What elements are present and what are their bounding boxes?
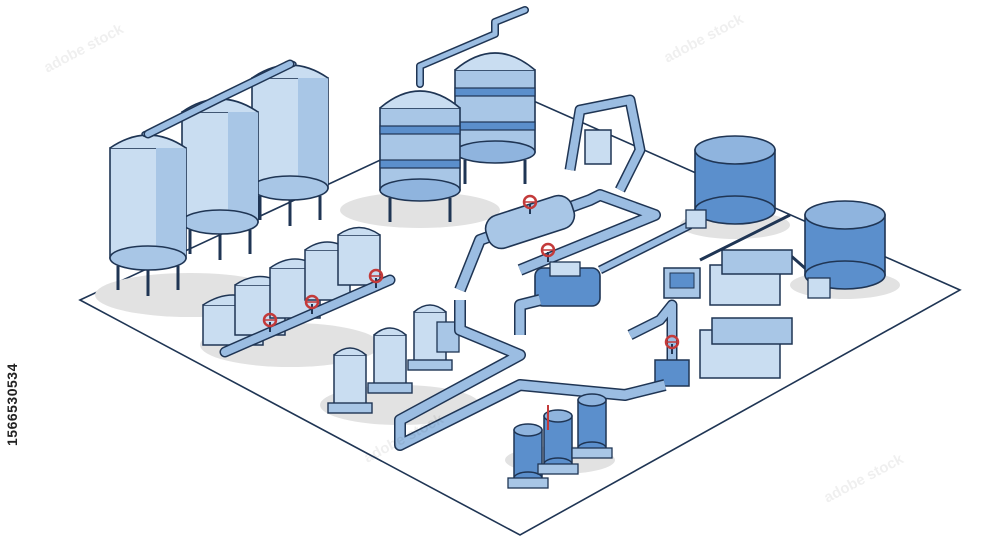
filter-cartridge-icon: [571, 393, 613, 459]
clarifier-basin: [685, 135, 776, 229]
distribution-pipe-loop: [394, 300, 667, 451]
pressure-filter-row: [327, 304, 460, 414]
pump-unit: [514, 242, 601, 335]
clarifier-link-pipe: [699, 213, 791, 262]
filter-cartridge-icon: [367, 327, 413, 394]
main-header-pipe: [454, 94, 661, 293]
chemical-dosing-tanks: [507, 393, 613, 489]
storage-silo-group: [108, 59, 330, 298]
banded-tank-group: [378, 6, 537, 224]
clarifier-basin-secondary: [804, 200, 886, 299]
clarifier-basin-icon: [685, 209, 707, 229]
filter-cartridge-icon: [537, 409, 579, 475]
filter-cartridge-icon: [327, 347, 373, 414]
control-panel-station: [627, 249, 793, 387]
filter-cartridge-bank: [202, 226, 396, 358]
clarifier-basin-icon: [807, 277, 831, 299]
filter-cartridge-icon: [507, 423, 549, 489]
stock-image-id: 1566530534: [4, 363, 20, 447]
